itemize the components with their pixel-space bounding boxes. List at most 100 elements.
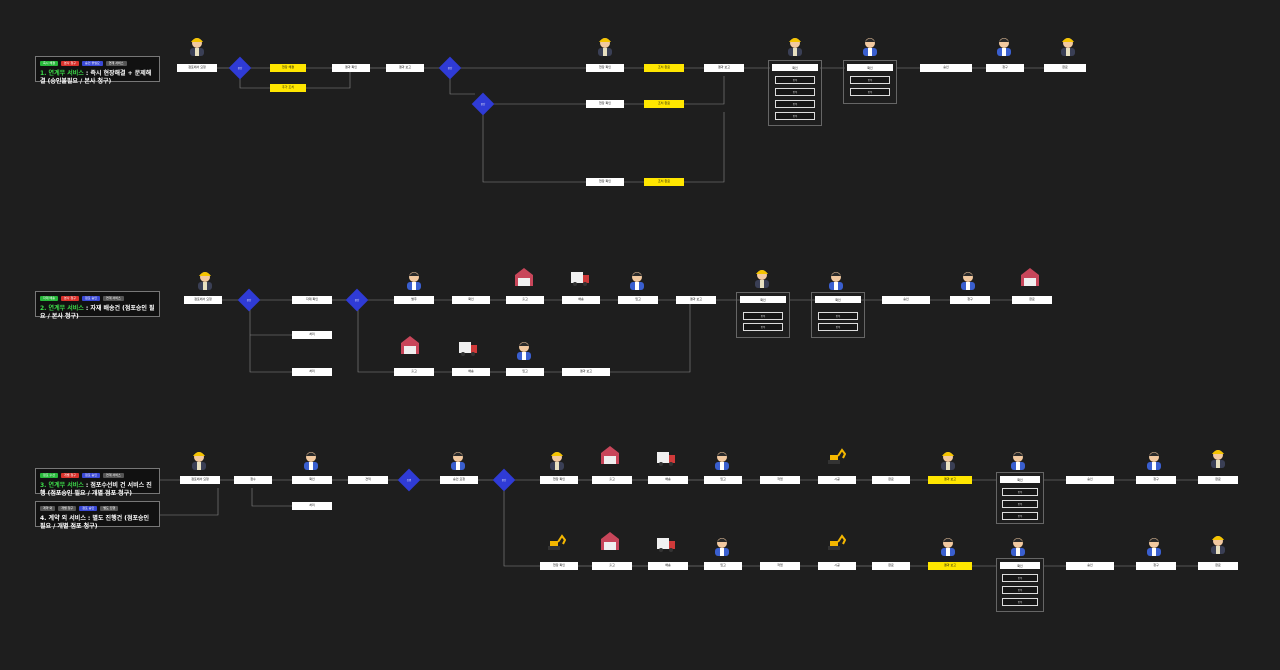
process-node[interactable]: 배송 (452, 368, 490, 376)
process-node[interactable]: 입고 (506, 368, 544, 376)
decision-node[interactable]: 판단 (471, 92, 495, 116)
group-box (736, 292, 790, 338)
process-node[interactable]: 결과 보고 (386, 64, 424, 72)
group-header: 확인 (815, 296, 861, 303)
process-node[interactable]: 결과 보고 (704, 64, 744, 72)
process-node[interactable]: 출고 (592, 476, 632, 484)
process-node[interactable]: 승인 (1066, 562, 1114, 570)
legend-service-2: 자재 배송 본사 청구 점포 승인 연계 서비스 2. 연계무 서비스 : 자재… (35, 291, 160, 320)
worker-hardhat-icon (1211, 450, 1225, 468)
process-node[interactable]: 배송 (562, 296, 600, 304)
office-staff-icon (1011, 452, 1025, 470)
process-node[interactable]: 청구 (950, 296, 990, 304)
process-node[interactable]: 점포에서 요청 (180, 476, 220, 484)
process-node[interactable]: 청구 (1136, 562, 1176, 570)
decision-node[interactable]: 판단 (345, 288, 369, 312)
process-node[interactable]: 확인 (292, 476, 332, 484)
process-node[interactable]: 처리 (292, 502, 332, 510)
delivery-truck-icon (657, 452, 675, 466)
decision-node[interactable]: 판단 (237, 288, 261, 312)
process-node[interactable]: 발주 (394, 296, 434, 304)
process-node[interactable]: 완료 (1198, 476, 1238, 484)
process-node[interactable]: 작업 (760, 562, 800, 570)
office-staff-icon (451, 452, 465, 470)
chip: 점포 수선 (40, 473, 58, 478)
process-node[interactable]: 현장 확인 (540, 476, 578, 484)
office-staff-icon (1011, 538, 1025, 556)
process-node[interactable]: 결과 보고 (562, 368, 610, 376)
process-node[interactable]: 완료 (872, 476, 910, 484)
process-node[interactable]: 결과 확인 (332, 64, 370, 72)
group-box (843, 60, 897, 104)
process-node[interactable]: 입고 (704, 476, 742, 484)
chip: 자재 배송 (40, 296, 58, 301)
process-node[interactable]: 완료 (1012, 296, 1052, 304)
process-node[interactable]: 접수 (234, 476, 272, 484)
process-node-highlight[interactable]: 조치 완료 (644, 100, 684, 108)
office-staff-icon (715, 538, 729, 556)
process-node[interactable]: 배송 (648, 562, 688, 570)
process-node[interactable]: 출고 (592, 562, 632, 570)
group-box (996, 558, 1044, 612)
process-node[interactable]: 처리 (292, 331, 332, 339)
decision-node[interactable]: 판단 (228, 56, 252, 80)
process-node[interactable]: 승인 (882, 296, 930, 304)
process-node[interactable]: 확인 (452, 296, 490, 304)
process-node[interactable]: 입고 (704, 562, 742, 570)
office-staff-icon (997, 38, 1011, 56)
legend-title: 3. 연계무 서비스 : 점포수선비 건 서비스 진행 (점포승인 필요 / 개… (40, 482, 152, 497)
process-node[interactable]: 현장 확인 (586, 64, 624, 72)
process-node[interactable]: 승인 (1066, 476, 1114, 484)
decision-node[interactable]: 승인 (397, 468, 421, 492)
process-node[interactable]: 처리 (292, 368, 332, 376)
process-node[interactable]: 배송 (648, 476, 688, 484)
chip: 즉시 해결 (40, 61, 58, 66)
process-node[interactable]: 현장 확인 (540, 562, 578, 570)
process-node[interactable]: 완료 (872, 562, 910, 570)
process-node[interactable]: 승인 (920, 64, 972, 72)
chip: 개별 청구 (58, 506, 77, 511)
process-node-highlight[interactable]: 결과 보고 (928, 476, 972, 484)
process-node-highlight[interactable]: 조치 완료 (644, 64, 684, 72)
decision-node[interactable]: 판단 (492, 468, 516, 492)
process-node-highlight[interactable]: 현장 해결 (270, 64, 306, 72)
process-node-highlight[interactable]: 결과 보고 (928, 562, 972, 570)
process-node[interactable]: 점포에서 요청 (184, 296, 222, 304)
process-node[interactable]: 작업 (760, 476, 800, 484)
worker-hardhat-icon (941, 452, 955, 470)
office-staff-icon (630, 272, 644, 290)
process-node-highlight[interactable]: 추가 조치 (270, 84, 306, 92)
process-node[interactable]: 출고 (394, 368, 434, 376)
process-node[interactable]: 현장 확인 (586, 178, 624, 186)
process-node[interactable]: 완료 (1198, 562, 1238, 570)
process-node[interactable]: 출고 (506, 296, 544, 304)
group-header: 확인 (1000, 476, 1040, 483)
process-node[interactable]: 점포에서 요청 (177, 64, 217, 72)
worker-hardhat-icon (550, 452, 564, 470)
office-staff-icon (961, 272, 975, 290)
process-node[interactable]: 완료 (1044, 64, 1086, 72)
decision-node[interactable]: 판단 (438, 56, 462, 80)
group-header: 확인 (847, 64, 893, 71)
process-node[interactable]: 청구 (1136, 476, 1176, 484)
group-item: 항목 (775, 76, 815, 84)
process-node[interactable]: 입고 (618, 296, 658, 304)
legend-service-4: 계약 외 개별 청구 점포 승인 별도 진행 4. 계약 외 서비스 : 별도 … (35, 501, 160, 530)
group-box (768, 60, 822, 126)
chip: 연계 서비스 (103, 473, 124, 478)
office-staff-icon (1147, 538, 1161, 556)
process-node[interactable]: 결과 보고 (676, 296, 716, 304)
process-node-highlight[interactable]: 조치 완료 (644, 178, 684, 186)
process-node[interactable]: 자재 확인 (292, 296, 332, 304)
delivery-truck-icon (571, 272, 589, 286)
process-node[interactable]: 시공 (818, 562, 856, 570)
process-node[interactable]: 시공 (818, 476, 856, 484)
process-node[interactable]: 청구 (986, 64, 1024, 72)
process-node[interactable]: 승인 요청 (440, 476, 478, 484)
legend-chips: 점포 수선 개별 청구 점포 승인 연계 서비스 (40, 473, 124, 478)
process-node[interactable]: 견적 (348, 476, 388, 484)
process-node[interactable]: 현장 확인 (586, 100, 624, 108)
worker-hardhat-icon (190, 38, 204, 56)
warehouse-icon (401, 336, 419, 354)
